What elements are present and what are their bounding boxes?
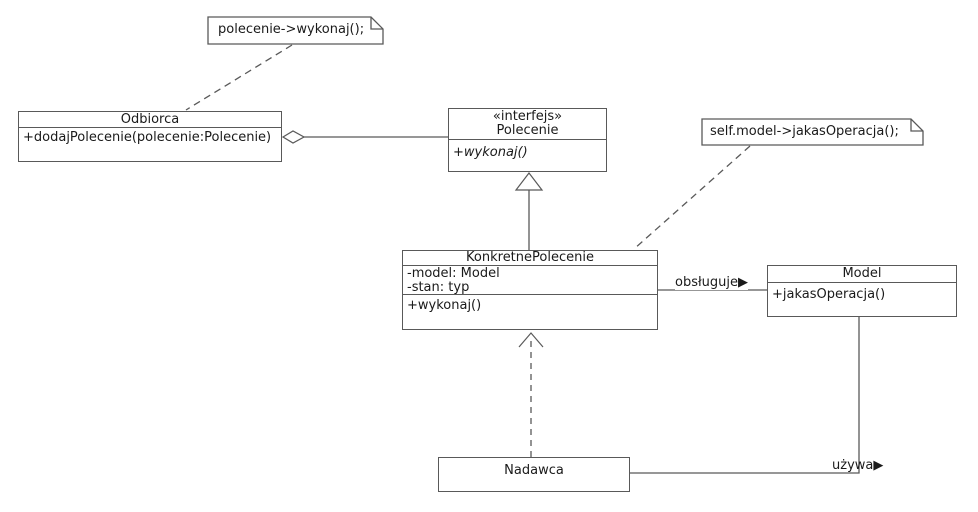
- class-odbiorca: Odbiorca +dodajPolecenie(polecenie:Polec…: [18, 111, 282, 162]
- note-self-model: self.model->jakasOperacja();: [710, 124, 899, 139]
- class-polecenie-method: +wykonaj(): [453, 145, 528, 160]
- class-model-name: Model: [768, 266, 956, 283]
- association-label-uzywa: używa▶: [832, 458, 884, 473]
- class-polecenie-stereotype: «interfejs»: [492, 109, 563, 124]
- class-odbiorca-method: +dodajPolecenie(polecenie:Polecenie): [23, 130, 272, 145]
- class-konkretne-polecenie: KonkretnePolecenie -model: Model -stan: …: [402, 250, 658, 330]
- note-link-odbiorca-edge: [185, 44, 293, 111]
- class-polecenie-interface: «interfejs» Polecenie +wykonaj(): [448, 108, 607, 172]
- class-konkretne-polecenie-attribute: -stan: typ: [407, 280, 470, 295]
- note-polecenie-wykonaj-fold-icon: [370, 17, 383, 30]
- class-odbiorca-name: Odbiorca: [19, 112, 281, 128]
- note-self-model-fold-icon: [910, 119, 923, 132]
- note-link-konkretne-edge: [633, 145, 751, 250]
- class-model: Model +jakasOperacja(): [767, 265, 957, 317]
- class-model-method: +jakasOperacja(): [772, 287, 886, 302]
- note-polecenie-wykonaj-shape: [207, 16, 384, 45]
- class-konkretne-polecenie-method: +wykonaj(): [407, 298, 482, 313]
- generalization-arrowhead-icon: [514, 172, 544, 191]
- aggregation-diamond-icon: [281, 130, 306, 144]
- association-label-obsluguje: obsługuje▶: [675, 275, 749, 290]
- class-nadawca: Nadawca: [438, 457, 630, 492]
- class-nadawca-name: Nadawca: [504, 463, 564, 478]
- dependency-arrowhead-icon: [518, 332, 544, 348]
- class-konkretne-polecenie-name: KonkretnePolecenie: [403, 251, 657, 266]
- class-konkretne-polecenie-attribute: -model: Model: [407, 266, 500, 281]
- note-self-model-shape: [701, 118, 924, 146]
- association-uzywa-edge: [630, 317, 860, 474]
- note-polecenie-wykonaj: polecenie->wykonaj();: [218, 22, 365, 37]
- class-polecenie-name: Polecenie: [496, 123, 559, 138]
